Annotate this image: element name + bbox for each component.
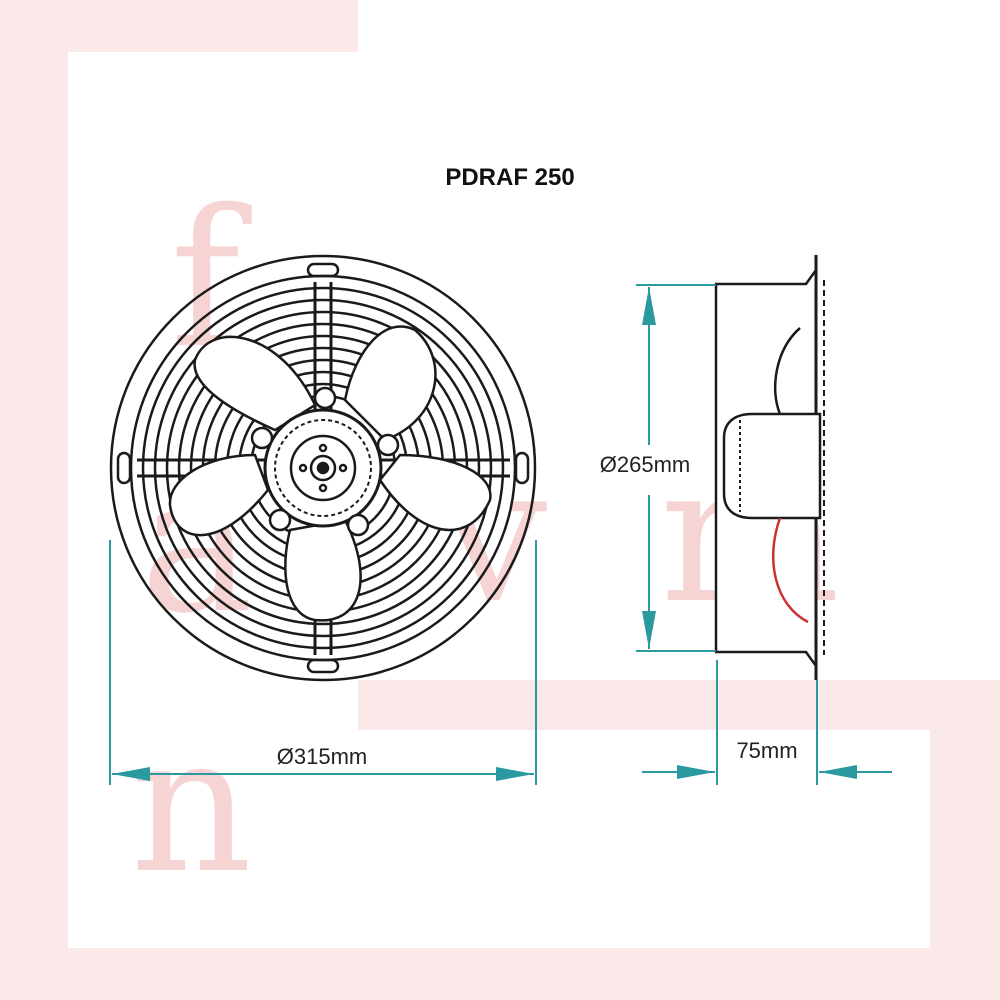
front-diameter-label: Ø315mm [277,744,367,769]
dimensions [109,284,892,785]
guard-ring [141,286,505,650]
watermark-frame-right [930,680,1000,948]
fan-blade-upper-left [193,335,317,432]
front-dim-arrow-left [112,767,150,781]
mount-slot-left [116,451,132,485]
blade-root-right [376,433,400,457]
mount-slot-top [306,262,340,278]
motor-cooling-fins [274,419,372,517]
bolt-hole-right [338,463,348,473]
guard-ring [165,310,481,626]
motor-face [289,434,357,502]
drawing-title: PDRAF 250 [445,164,574,191]
guard-ring [153,298,493,638]
fan-blade-upper-right [343,325,437,442]
side-motor [722,412,822,520]
mount-slot-right [514,451,530,485]
outer-flange [109,254,537,682]
side-dim-arrow-top [642,287,656,325]
fan-blade-lower-left [168,453,270,537]
blade-root-left [250,426,274,450]
bolt-hole-bottom [318,483,328,493]
blade-root-top [313,386,337,410]
side-view [714,255,825,680]
watermark-frame-mid [358,680,1000,730]
side-diameter-label: Ø265mm [600,452,690,477]
blade-root-bottom-left [268,508,292,532]
depth-label: 75mm [736,738,797,763]
bolt-hole-top [318,443,328,453]
depth-dim-arrow-right [819,765,857,779]
side-blade-top [773,327,801,415]
front-view [109,254,537,682]
blade-root-bottom-right [346,513,370,537]
shaft-center [316,461,330,475]
bolt-hole-left [298,463,308,473]
front-dim-arrow-right [496,767,534,781]
fan-blade-lower-right [378,453,492,532]
mount-slot-bottom [306,658,340,674]
watermark-letter-n: n [130,694,252,915]
depth-dim-arrow-left [677,765,715,779]
motor-shaft [309,454,337,482]
side-blade-bottom [772,517,809,624]
fan-blade-lower [284,518,362,622]
side-dim-arrow-bottom [642,611,656,649]
